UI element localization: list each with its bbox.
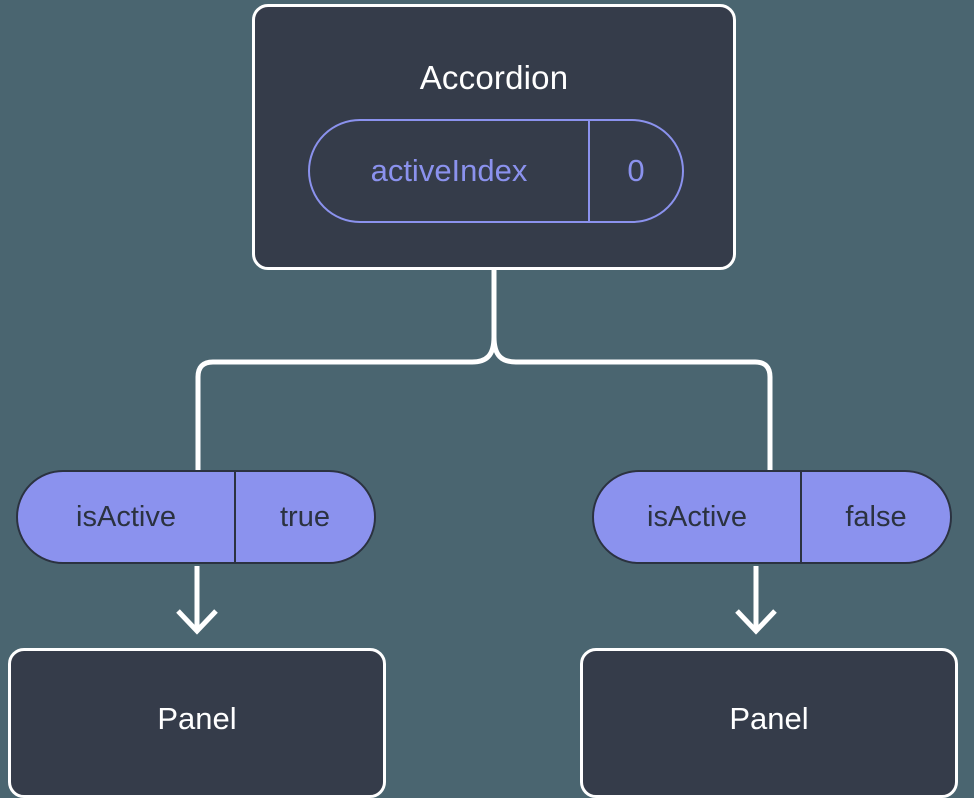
panel-title: Panel: [157, 700, 237, 736]
prop-pill-key: isActive: [18, 472, 236, 562]
prop-pill-value: false: [845, 500, 907, 533]
accordion-node: Accordion: [252, 4, 736, 270]
state-pill-value: 0: [627, 153, 645, 188]
arrow-head-right: [735, 609, 777, 635]
diagram-canvas: Accordion activeIndex 0 isActive true is…: [8, 4, 958, 798]
prop-pill-is-active-false: isActive false: [592, 470, 952, 564]
arrow-head-left: [176, 609, 218, 635]
connector-split-right: [491, 336, 773, 470]
panel-node-right: Panel: [580, 648, 958, 798]
connector-split-left: [195, 336, 497, 470]
state-pill-active-index: activeIndex 0: [308, 119, 684, 223]
prop-pill-key: isActive: [594, 472, 802, 562]
prop-pill-value: true: [280, 500, 330, 533]
state-pill-key: activeIndex: [310, 121, 590, 221]
prop-pill-is-active-true: isActive true: [16, 470, 376, 564]
panel-node-left: Panel: [8, 648, 386, 798]
panel-title: Panel: [729, 700, 809, 736]
accordion-title: Accordion: [419, 59, 569, 96]
